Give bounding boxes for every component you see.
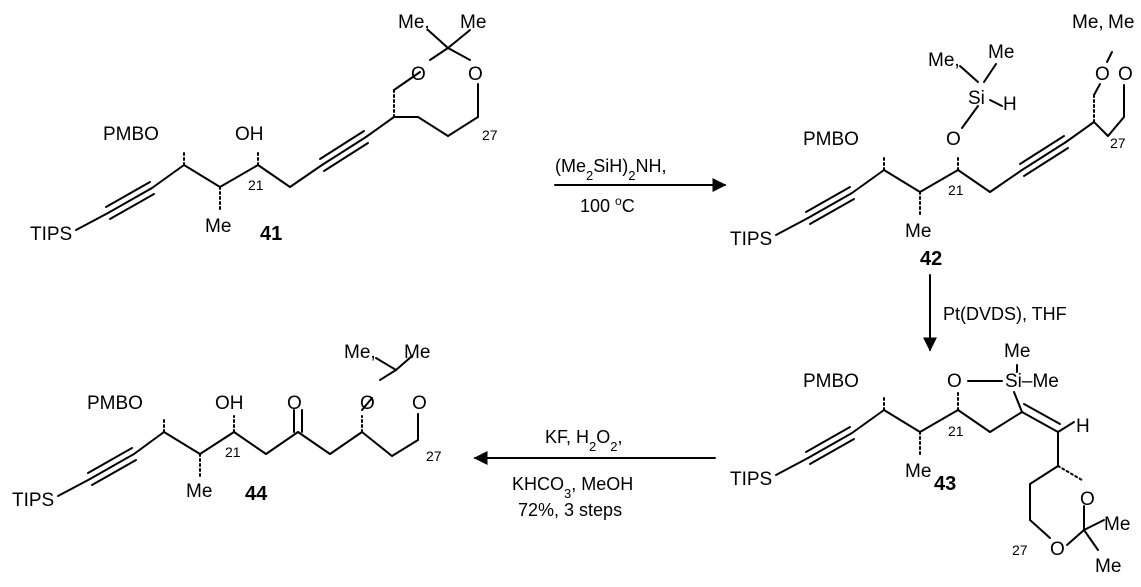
ring-o2: O <box>468 64 483 85</box>
gem-me2: Me <box>460 12 486 33</box>
step1-temperature: 100 oC <box>580 194 635 216</box>
pmbo-label: PMBO <box>803 371 859 392</box>
me-label: Me <box>905 461 931 482</box>
si-me1: Me, <box>928 50 960 71</box>
me-label: Me <box>205 216 231 237</box>
compound-44: TIPS PMBO Me OH 21 O O O 27 Me, Me 4 <box>12 342 442 511</box>
oh-label: OH <box>215 393 244 414</box>
step3-line1: KF, H2O2, <box>545 427 623 454</box>
ring-o1: O <box>411 64 426 85</box>
compound-43: TIPS PMBO Me O Si–Me Me 21 H O O <box>730 341 1130 577</box>
oh-label: OH <box>235 124 264 145</box>
ketone-o: O <box>287 393 302 414</box>
gem-me1: Me, <box>1072 12 1104 33</box>
gem-me1: Me, <box>344 342 376 363</box>
compound-number: 44 <box>245 483 268 505</box>
position-27: 27 <box>1012 542 1028 558</box>
step1-reagent: (Me2SiH)2NH, <box>555 156 666 183</box>
position-21: 21 <box>948 423 964 439</box>
position-27: 27 <box>482 127 498 143</box>
compound-41: TIPS PMBO Me OH 21 O O 27 Me, Me <box>30 12 498 245</box>
step3-line3: 72%, 3 steps <box>518 500 622 520</box>
pmbo-label: PMBO <box>87 393 143 414</box>
vinyl-h: H <box>1076 416 1090 437</box>
si-label: Si <box>968 88 985 109</box>
reaction-arrow-3: KF, H2O2, KHCO3, MeOH 72%, 3 steps <box>473 427 716 520</box>
si-h: H <box>1003 94 1017 115</box>
tips-label: TIPS <box>730 229 772 250</box>
ring-o1: O <box>1050 539 1065 560</box>
compound-number: 42 <box>920 248 942 270</box>
gem-me1: Me, <box>398 12 430 33</box>
ring-o1: O <box>1095 64 1110 85</box>
gem-me2: Me <box>1108 12 1134 33</box>
o-label: O <box>947 371 962 392</box>
ring-o2: O <box>1118 64 1133 85</box>
tips-label: TIPS <box>12 490 54 511</box>
step2-reagent: Pt(DVDS), THF <box>943 304 1067 324</box>
gem-me2: Me <box>1095 556 1121 577</box>
position-27: 27 <box>426 448 442 464</box>
pmbo-label: PMBO <box>803 129 859 150</box>
o-label: O <box>946 129 961 150</box>
reaction-arrow-2: Pt(DVDS), THF <box>923 274 1067 352</box>
compound-number: 43 <box>934 473 956 495</box>
position-21: 21 <box>225 444 241 460</box>
tips-label: TIPS <box>730 469 772 490</box>
ring-o2: O <box>412 393 427 414</box>
compound-number: 41 <box>260 223 282 245</box>
tips-label: TIPS <box>30 224 72 245</box>
ring-o2: O <box>1080 489 1095 510</box>
gem-me1: Me <box>1104 514 1130 535</box>
si-me2: Me <box>988 42 1014 63</box>
compound-42: TIPS PMBO Me O Si Me, Me H 21 O O <box>730 12 1134 270</box>
gem-me2: Me <box>404 342 430 363</box>
position-21: 21 <box>948 182 964 198</box>
ring-o1: O <box>360 393 375 414</box>
me-label: Me <box>186 481 212 502</box>
reaction-arrow-1: (Me2SiH)2NH, 100 oC <box>554 156 727 216</box>
si-me-top: Me <box>1004 341 1030 362</box>
si-me-label: Si–Me <box>1005 371 1059 392</box>
pmbo-label: PMBO <box>103 124 159 145</box>
step3-line2: KHCO3, MeOH <box>512 474 633 501</box>
position-27: 27 <box>1110 135 1126 151</box>
position-21: 21 <box>248 177 264 193</box>
me-label: Me <box>905 221 931 242</box>
